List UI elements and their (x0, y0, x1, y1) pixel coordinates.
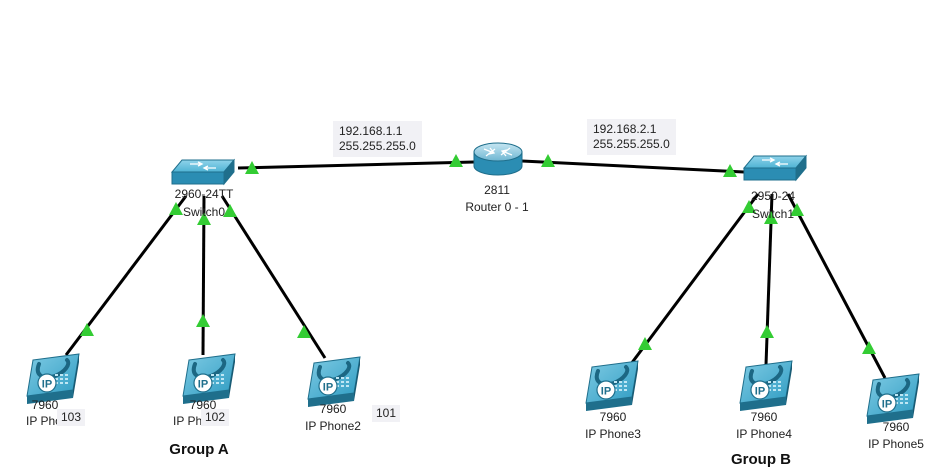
note-router-right: 192.168.2.1 255.255.255.0 (587, 119, 676, 155)
router-icon[interactable] (473, 142, 523, 176)
router-model-label: 2811 (484, 183, 510, 197)
phone2-extension: 101 (372, 405, 401, 422)
ip-badge-text: IP (882, 399, 892, 411)
phone5-model-label: 7960 (882, 420, 910, 434)
link-up-marker (449, 154, 463, 167)
link-up-marker (742, 200, 756, 213)
link-router-switch1[interactable] (521, 159, 745, 174)
link-up-marker (196, 314, 210, 327)
ip-badge-text: IP (755, 386, 765, 398)
link-up-marker (723, 164, 737, 177)
ip-phone-3-icon[interactable]: IP (585, 360, 639, 411)
phone5-name-label: IP Phone5 (868, 437, 924, 451)
switch1-icon[interactable] (742, 154, 808, 182)
note-router-left: 192.168.1.1 255.255.255.0 (333, 121, 422, 157)
link-up-marker (297, 325, 311, 338)
link-up-marker (638, 337, 652, 350)
link-status-markers (80, 154, 876, 354)
ip-badge-text: IP (323, 382, 333, 394)
router-name-label: Router 0 - 1 (465, 200, 529, 214)
link-up-marker (245, 161, 259, 174)
note-right-mask: 255.255.255.0 (593, 137, 670, 151)
phone2-model-label: 7960 (319, 402, 347, 416)
link-up-marker (223, 204, 237, 217)
link-up-marker (764, 211, 778, 224)
ip-badge-text: IP (601, 386, 611, 398)
ip-badge-text: IP (42, 379, 52, 391)
group-b-label: Group B (731, 451, 791, 468)
note-right-ip: 192.168.2.1 (593, 122, 657, 136)
link-up-marker (790, 203, 804, 216)
switch0-name-label: Switch0 (182, 205, 226, 219)
phones-layer: IP IP IP IP IP IP (26, 353, 920, 424)
phone4-name-label: IP Phone4 (736, 427, 792, 441)
link-up-marker (80, 323, 94, 336)
phone4-model-label: 7960 (750, 410, 778, 424)
link-up-marker (862, 341, 876, 354)
switch1-model-label: 2950-24 (750, 189, 796, 203)
ip-phone-2-icon[interactable]: IP (307, 356, 361, 407)
link-switch1-phone3[interactable] (626, 193, 760, 369)
group-a-label: Group A (169, 441, 229, 458)
phone0-model-label: 7960 (31, 398, 59, 412)
phone1-extension: 102 (201, 409, 230, 426)
ip-badge-text: IP (198, 379, 208, 391)
link-up-marker (197, 212, 211, 225)
phone3-model-label: 7960 (599, 410, 627, 424)
phone0-extension: 103 (57, 409, 86, 426)
phone1-model-label: 7960 (189, 398, 217, 412)
ip-phone-1-icon[interactable]: IP (182, 353, 236, 404)
note-left-ip: 192.168.1.1 (339, 124, 403, 138)
link-up-marker (541, 154, 555, 167)
phone2-name-label: IP Phone2 (305, 419, 361, 433)
link-up-marker (169, 202, 183, 215)
phone3-name-label: IP Phone3 (585, 427, 641, 441)
ip-phone-0-icon[interactable]: IP (26, 353, 80, 404)
link-up-marker (760, 325, 774, 338)
switch1-name-label: Switch1 (751, 207, 795, 221)
link-switch0-router[interactable] (237, 160, 475, 170)
link-switch0-phone2[interactable] (220, 195, 327, 359)
ip-phone-5-icon[interactable]: IP (866, 373, 920, 424)
note-left-mask: 255.255.255.0 (339, 139, 416, 153)
switch0-icon[interactable] (170, 158, 236, 186)
switch0-model-label: 2960-24TT (174, 187, 234, 201)
ip-phone-4-icon[interactable]: IP (739, 360, 793, 411)
